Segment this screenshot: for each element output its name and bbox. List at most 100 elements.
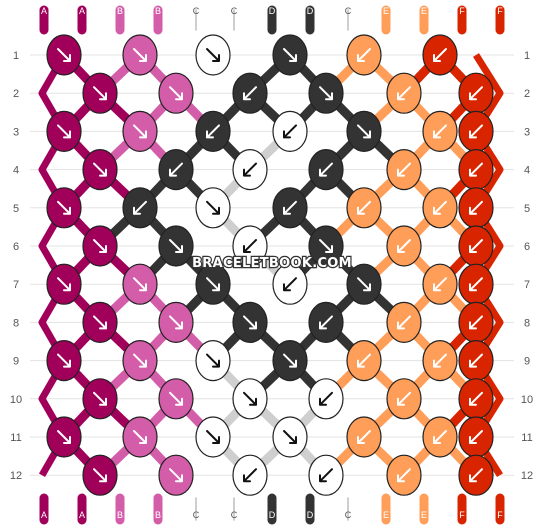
arrow-down-left-icon (283, 277, 297, 292)
knot-grid (46, 34, 494, 496)
top-strand-label: A (79, 6, 85, 16)
knot (122, 110, 158, 152)
arrow-down-left-icon (319, 315, 333, 330)
arrow-down-left-icon (469, 315, 483, 330)
knot (46, 416, 82, 458)
knot (195, 34, 231, 76)
knot (232, 72, 268, 114)
arrow-down-left-icon (469, 468, 483, 483)
arrow-down-left-icon (357, 200, 371, 215)
knot (386, 149, 422, 191)
arrow-down-left-icon (469, 239, 483, 253)
knot (158, 378, 194, 420)
top-strand-label: B (155, 6, 161, 16)
knot (272, 416, 308, 458)
arrow-down-right-icon (133, 430, 147, 444)
arrow-down-right-icon (206, 48, 220, 62)
arrow-down-right-icon (169, 468, 183, 483)
arrow-down-left-icon (433, 200, 447, 215)
row-number-right: 3 (524, 126, 530, 138)
knot (422, 416, 458, 458)
knot (158, 225, 194, 267)
row-number-right: 4 (524, 165, 530, 177)
knot (82, 301, 118, 343)
arrow-down-left-icon (469, 353, 483, 368)
knot (46, 110, 82, 152)
row-number-right: 2 (524, 88, 530, 100)
knot (346, 110, 382, 152)
arrow-down-right-icon (57, 353, 71, 368)
knot (195, 110, 231, 152)
arrow-down-left-icon (433, 124, 447, 139)
arrow-down-right-icon (93, 162, 107, 177)
row-number-right: 9 (524, 356, 530, 368)
knot (82, 225, 118, 267)
arrow-down-right-icon (57, 200, 71, 215)
knot (232, 225, 268, 267)
row-number-left: 7 (13, 279, 19, 291)
arrow-down-right-icon (169, 239, 183, 253)
top-strand-label: C (345, 6, 352, 16)
knot (122, 34, 158, 76)
knot (122, 416, 158, 458)
arrow-down-left-icon (469, 430, 483, 444)
arrow-down-left-icon (206, 124, 220, 139)
arrow-down-right-icon (206, 430, 220, 444)
row-number-left: 9 (13, 356, 19, 368)
knot (458, 340, 494, 382)
knot (195, 416, 231, 458)
knot (458, 149, 494, 191)
knot (158, 454, 194, 496)
arrow-down-right-icon (133, 124, 147, 139)
knot (272, 187, 308, 229)
arrow-down-right-icon (243, 391, 257, 406)
top-strand-label: D (269, 6, 276, 16)
knot (422, 187, 458, 229)
arrow-down-right-icon (57, 277, 71, 292)
arrow-down-left-icon (433, 430, 447, 444)
knot (386, 454, 422, 496)
knot (458, 416, 494, 458)
arrow-down-left-icon (319, 391, 333, 406)
knot (458, 378, 494, 420)
knot (458, 72, 494, 114)
arrow-down-left-icon (319, 468, 333, 483)
knot (308, 72, 344, 114)
row-number-right: 5 (524, 203, 530, 215)
arrow-down-left-icon (433, 277, 447, 292)
knot (308, 378, 344, 420)
top-strand-label: E (383, 6, 389, 16)
arrow-down-left-icon (397, 315, 411, 330)
arrow-down-right-icon (283, 430, 297, 444)
bottom-strand-label: B (155, 510, 161, 520)
arrow-down-right-icon (319, 239, 333, 253)
knot (122, 340, 158, 382)
bottom-strand-label: C (345, 510, 352, 520)
arrow-down-left-icon (433, 353, 447, 368)
top-strand-label: F (459, 6, 465, 16)
arrow-down-left-icon (243, 468, 257, 483)
top-strand-label: B (117, 6, 123, 16)
knot (458, 110, 494, 152)
arrow-down-right-icon (169, 391, 183, 406)
row-number-left: 6 (13, 241, 19, 253)
knot (346, 34, 382, 76)
knot (422, 263, 458, 305)
knot (82, 72, 118, 114)
row-number-left: 8 (13, 317, 19, 329)
row-number-left: 5 (13, 203, 19, 215)
knot (272, 34, 308, 76)
arrow-down-left-icon (243, 86, 257, 101)
knot (272, 340, 308, 382)
arrow-down-left-icon (243, 239, 257, 253)
arrow-down-left-icon (283, 200, 297, 215)
row-number-right: 10 (521, 394, 533, 406)
knot (232, 454, 268, 496)
arrow-down-right-icon (93, 86, 107, 101)
arrow-down-right-icon (206, 200, 220, 215)
knot (232, 149, 268, 191)
knot (272, 263, 308, 305)
row-number-right: 8 (524, 317, 530, 329)
knot (422, 110, 458, 152)
